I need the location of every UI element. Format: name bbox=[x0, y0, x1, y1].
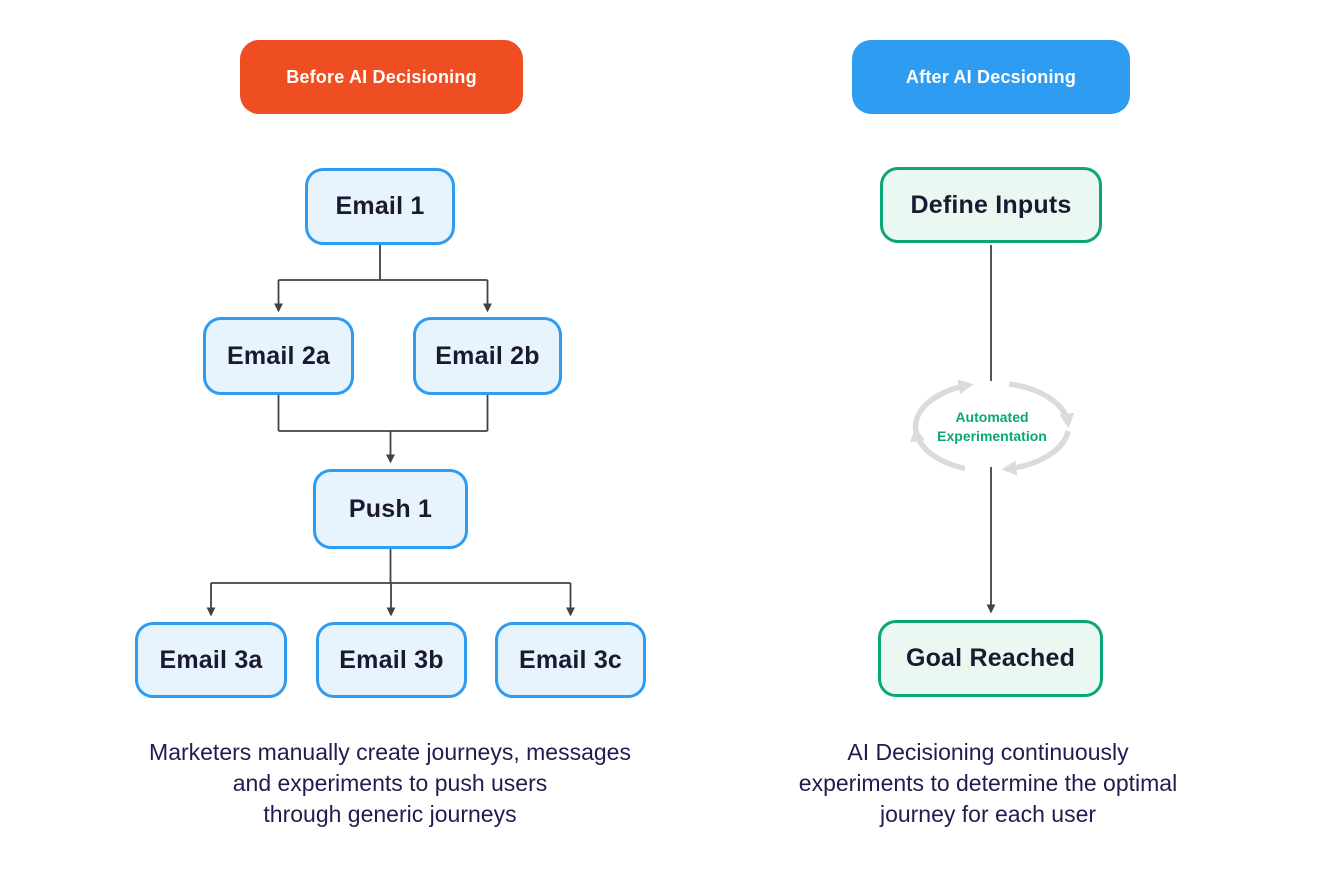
loop-arc-bottom-left bbox=[910, 426, 966, 472]
spread-line-push1 bbox=[211, 549, 571, 584]
node-email-2a: Email 2a bbox=[203, 317, 354, 395]
before-caption: Marketers manually create journeys, mess… bbox=[149, 739, 631, 827]
loop-arc-top-right bbox=[1008, 381, 1075, 429]
loop-arc-top-left bbox=[912, 379, 974, 433]
node-goal-reached: Goal Reached bbox=[878, 620, 1103, 697]
node-push-1: Push 1 bbox=[313, 469, 468, 549]
node-email-3b: Email 3b bbox=[316, 622, 467, 698]
node-email-1: Email 1 bbox=[305, 168, 455, 245]
node-email-3a: Email 3a bbox=[135, 622, 287, 698]
before-ai-badge: Before AI Decisioning bbox=[240, 40, 523, 114]
automated-experimentation-label: Automated Experimentation bbox=[937, 409, 1047, 444]
split-line-email1 bbox=[278, 245, 488, 281]
loop-arc-bottom-right bbox=[1001, 430, 1071, 476]
after-caption: AI Decisioning continuously experiments … bbox=[798, 739, 1178, 827]
merge-line-emails2 bbox=[277, 395, 489, 432]
node-define-inputs: Define Inputs bbox=[880, 167, 1102, 243]
node-email-2b: Email 2b bbox=[413, 317, 562, 395]
node-email-3c: Email 3c bbox=[495, 622, 646, 698]
after-ai-badge: After AI Decsioning bbox=[852, 40, 1130, 114]
